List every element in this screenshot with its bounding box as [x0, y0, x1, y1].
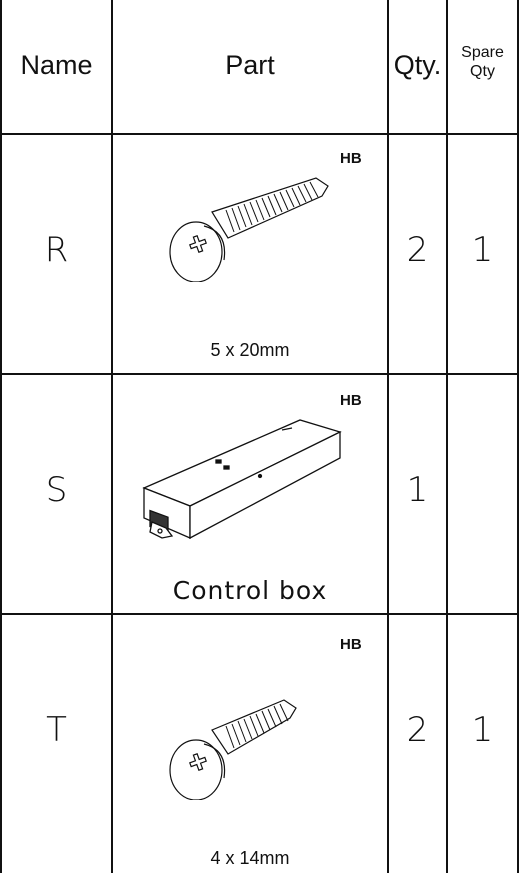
control-box-icon [142, 419, 342, 540]
part-code: HB [340, 150, 362, 167]
row-divider [0, 613, 519, 615]
row-name: T [46, 710, 67, 750]
part-caption: Control box [172, 576, 328, 605]
column-divider [387, 0, 389, 873]
table-border-left [0, 0, 2, 873]
part-caption: 4 x 14mm [210, 848, 290, 868]
header-name: Name [20, 50, 93, 80]
header-spare-qty-line1: Spare [461, 44, 504, 61]
screw-icon [169, 699, 297, 800]
part-code: HB [340, 392, 362, 409]
row-spare-qty: 1 [471, 230, 494, 270]
header-spare-qty-line2: Qty [470, 63, 495, 80]
header-qty: Qty. [393, 50, 442, 80]
row-qty: 2 [406, 710, 429, 750]
column-divider [111, 0, 113, 873]
row-name: R [44, 230, 69, 270]
row-qty: 2 [406, 230, 429, 270]
row-name: S [45, 470, 68, 510]
row-spare-qty: 1 [471, 710, 494, 750]
row-divider [0, 373, 519, 375]
header-part: Part [225, 50, 275, 80]
row-qty: 1 [406, 470, 429, 510]
table-border-right [517, 0, 519, 873]
part-caption: 5 x 20mm [210, 340, 290, 360]
screw-icon [169, 177, 329, 282]
part-code: HB [340, 636, 362, 653]
column-divider [446, 0, 448, 873]
row-divider [0, 133, 519, 135]
